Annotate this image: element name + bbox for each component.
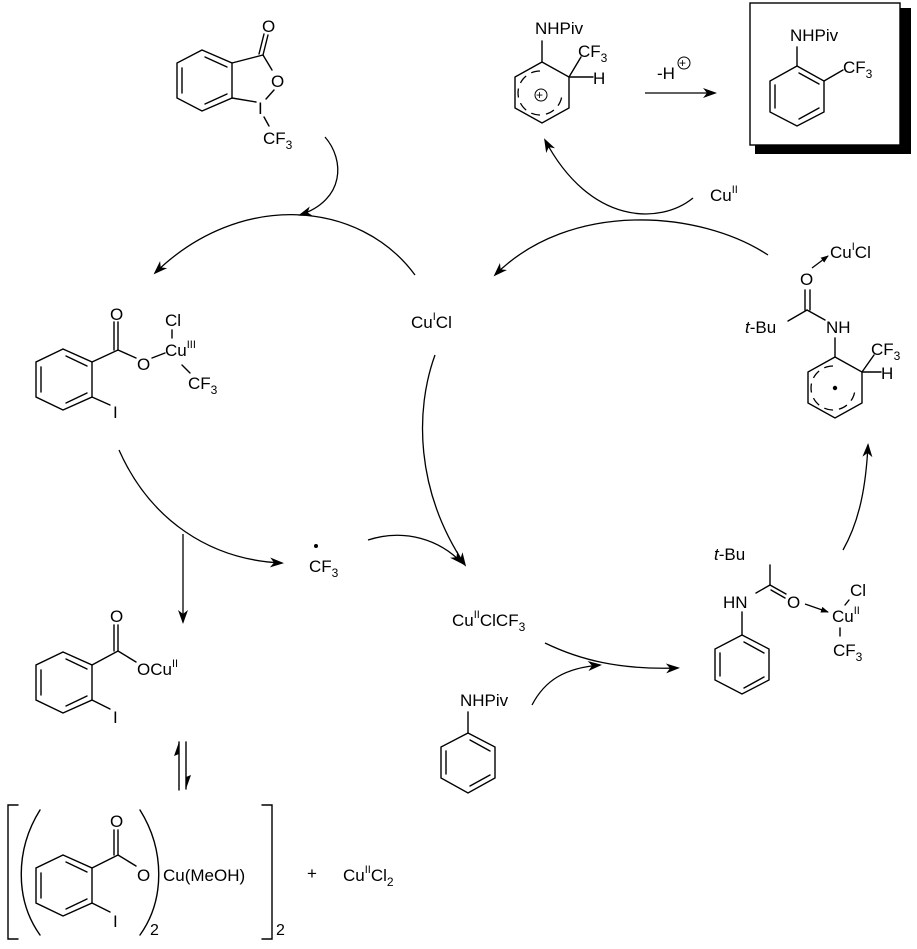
cation-cf3: CF3 [578,42,608,65]
arrow-to-coordinated-complex [544,642,680,674]
coordination-arrow [804,603,829,613]
amide-cu-chloride: Cl [850,581,866,600]
product-box [749,2,901,146]
togni-carbonyl-o: O [262,17,275,36]
proton-charge: + [679,56,686,70]
cu2-carb-carbonyl-o: O [110,607,123,626]
copper-dimer: O O Cu(MeOH) I 2 2 [7,804,285,940]
deprotonation-label: -H [657,64,675,83]
dimer-ester-o: O [137,866,150,885]
pivanilide-substrate: NHPiv [440,691,509,794]
radical-intermediate: CuICl O t-Bu NH CF3 H [745,241,901,419]
togni-entry-arrow [298,136,339,216]
charge-circle [534,88,548,102]
togni-reagent: O O I CF3 [176,17,293,152]
product-cf3: CF3 [843,58,873,81]
cf3-radical: CF3 [309,557,339,580]
substrate-nhpiv: NHPiv [460,691,509,710]
amide-copper: CuII [832,605,860,626]
arc-radical-to-cu1 [493,219,769,277]
arrow-to-radical-intermediate [842,443,873,551]
benzene-ring [440,732,496,794]
dimer-outer-count: 2 [276,922,285,939]
arc-cu1-to-cu3 [153,214,416,276]
togni-iodine: I [258,99,263,118]
cu3-complex: O O Cl CuIII CF3 I [35,305,218,422]
benzene-ring [35,651,93,714]
cu3-chloride: Cl [165,311,181,330]
amide-tbu: t-Bu [714,545,745,564]
radical-tbu: t-Bu [745,318,776,337]
cu2-carb-ester: OCuII [137,658,178,679]
togni-ring-o: O [271,72,284,91]
cation-charge: + [536,88,543,102]
equilibrium-arrows [174,741,191,791]
dimer-iodine: I [113,912,118,931]
radical-cf3: CF3 [871,340,901,363]
radical-nh: NH [826,318,851,337]
cu3-iodine: I [113,403,118,422]
dimer-carbonyl-o: O [110,812,123,831]
cu2-coordinated-amide: t-Bu HN O Cl CuII CF3 [714,545,866,695]
cu3-cf3: CF3 [188,374,218,397]
product-nhpiv: NHPiv [790,26,839,45]
plus-sign: + [307,864,317,883]
amide-carbonyl-o: O [787,593,800,612]
proton-charge-circle [677,56,691,70]
cu2-oxidant: CuII [710,184,738,205]
cu1cl-label: CuICl [411,311,452,332]
benzene-ring [35,854,93,917]
cationic-intermediate: NHPiv + CF3 H [514,19,608,124]
arc-cu3-to-radical [118,449,284,568]
cu2clcf3-label: CuIIClCF3 [452,609,526,634]
cu3-carbonyl-o: O [110,305,123,324]
togni-cf3: CF3 [263,129,293,152]
benzene-ring [176,49,233,112]
cation-nhpiv: NHPiv [535,19,584,38]
amide-nh: HN [723,593,748,612]
cu2-carboxylate: O OCuII I [35,607,178,727]
coordination-arrow [811,255,829,269]
radical-h: H [881,364,893,383]
arc-cu2-oxidation [544,138,694,215]
dimer-metal: Cu(MeOH) [163,866,245,885]
amide-cf3: CF3 [833,641,863,664]
cucl2-label: CuIICl2 [343,864,394,889]
cu3-copper: CuIII [165,339,196,360]
benzene-ring [35,348,93,411]
product: NHPiv CF3 [749,2,911,154]
arc-cu1-to-cu2clcf3 [421,354,467,567]
radical-carbonyl-o: O [800,270,813,289]
benzene-ring [807,356,863,419]
cu3-ester-o: O [137,355,150,374]
substrate-entry-arrow [531,661,602,706]
radical-dot [314,544,318,548]
cation-h: H [593,69,605,88]
radical-cu1cl: CuICl [830,241,871,262]
benzene-ring [714,634,770,695]
cu2-carb-iodine: I [113,708,118,727]
arc-radical-to-cu2clcf3 [367,534,464,565]
dimer-inner-count: 2 [150,922,159,939]
